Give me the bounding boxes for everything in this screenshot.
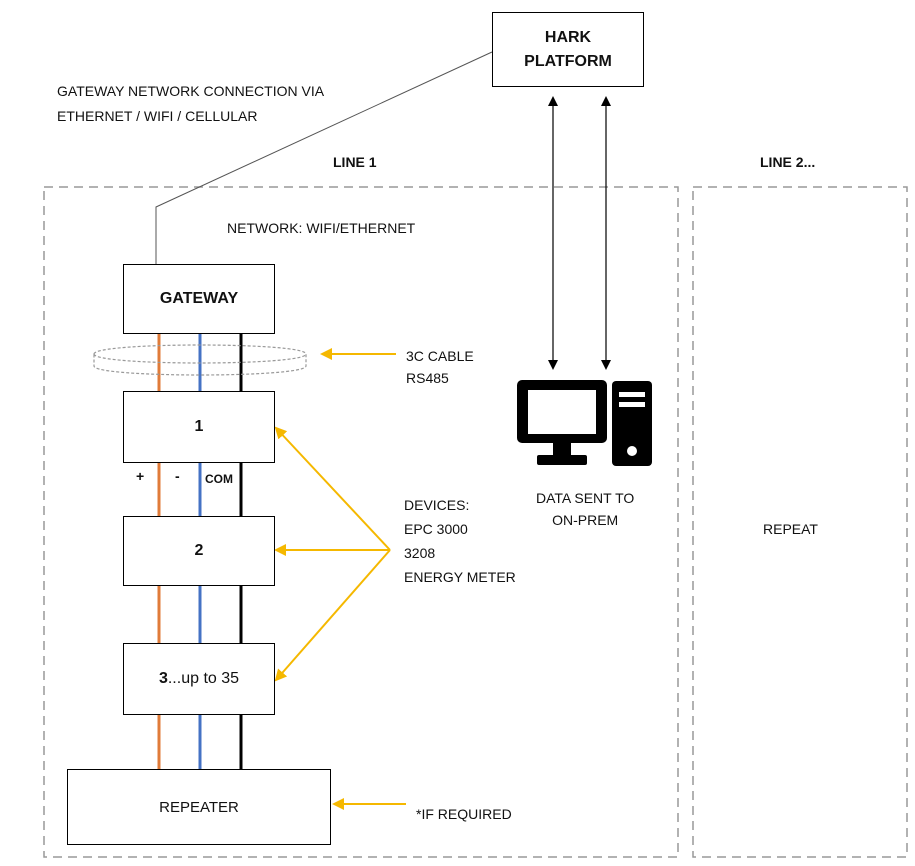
hark-platform-box: HARK PLATFORM (492, 12, 644, 87)
wire-plus-label: + (136, 468, 145, 484)
on-prem-label: DATA SENT TO ON-PREM (536, 490, 635, 528)
repeater-label: REPEATER (159, 798, 239, 816)
line1-title: LINE 1 (333, 154, 377, 170)
device-2-box: 2 (123, 516, 275, 586)
line2-title: LINE 2... (760, 154, 816, 170)
repeater-note: *IF REQUIRED (416, 806, 512, 822)
line2-region (692, 186, 908, 858)
cable-bundle (93, 344, 307, 376)
device-3-label: 3...up to 35 (159, 670, 239, 688)
device-3-number: 3 (158, 670, 168, 687)
computer-tower-icon (612, 381, 652, 466)
wire-minus-label: - (175, 468, 180, 484)
device-3-box: 3...up to 35 (123, 643, 275, 715)
platform-label: HARK PLATFORM (524, 28, 612, 70)
line1-region (43, 186, 679, 858)
gateway-box: GATEWAY (123, 264, 275, 334)
gateway-connection-note: GATEWAY NETWORK CONNECTION VIA ETHERNET … (57, 83, 325, 124)
device-1-label: 1 (194, 418, 204, 435)
device-3-range: ...up to 35 (167, 670, 240, 687)
gateway-connection-line (155, 51, 493, 264)
devices-annotation: DEVICES: EPC 3000 3208 ENERGY METER (404, 497, 516, 585)
repeat-label: REPEAT (763, 521, 818, 537)
network-label: NETWORK: WIFI/ETHERNET (227, 220, 416, 236)
device-1-box: 1 (123, 391, 275, 463)
cable-label: 3C CABLE RS485 (406, 348, 474, 386)
wire-com-label: COM (205, 472, 233, 486)
devices-annotation-arrows (274, 426, 391, 682)
gateway-label: GATEWAY (159, 290, 239, 307)
device-2-label: 2 (194, 542, 204, 559)
repeater-box: REPEATER (67, 769, 331, 845)
monitor-icon (517, 380, 607, 465)
